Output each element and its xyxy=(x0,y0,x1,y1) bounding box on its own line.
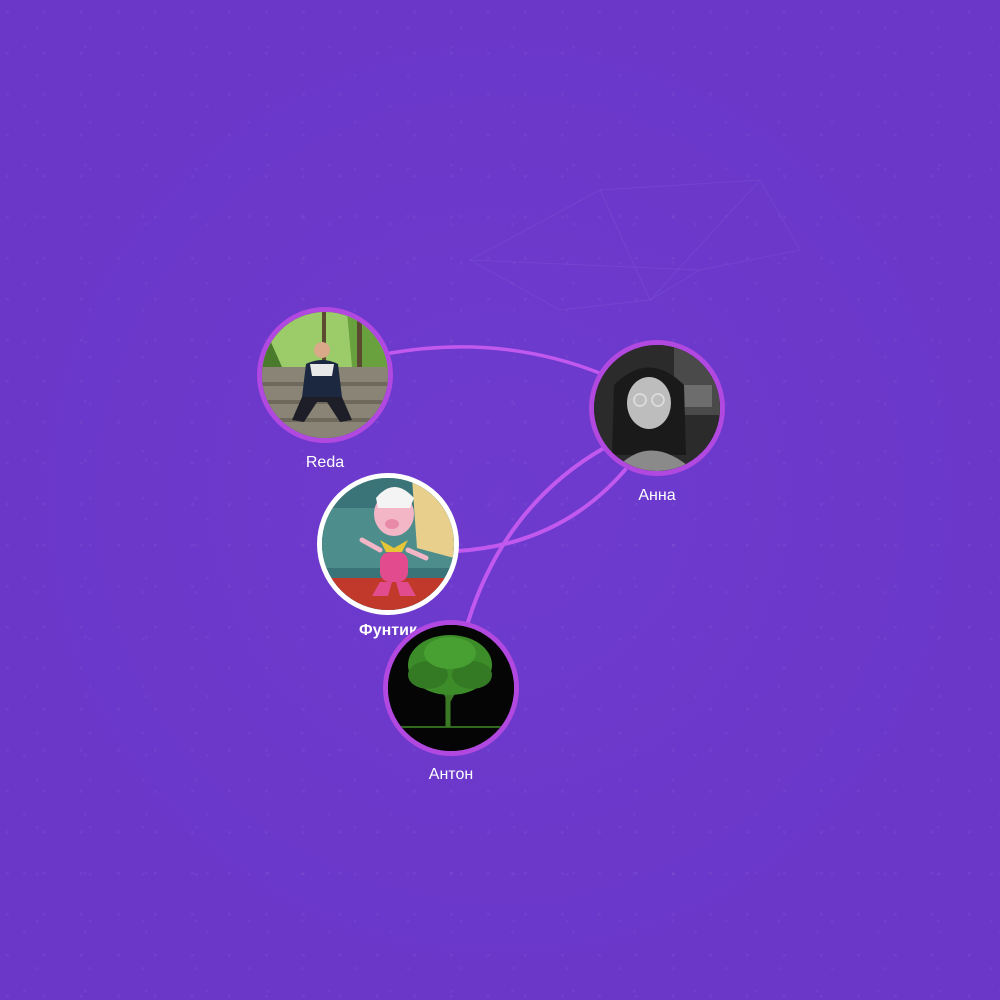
node-anton[interactable] xyxy=(383,620,519,756)
node-anna[interactable] xyxy=(589,340,725,476)
anton-avatar-tree xyxy=(388,625,514,751)
reda-avatar-photo xyxy=(262,312,388,438)
node-label-anna: Анна xyxy=(638,487,676,504)
node-funtik[interactable] xyxy=(317,473,459,615)
edge-anton-anna[interactable] xyxy=(466,446,606,624)
node-reda[interactable] xyxy=(257,307,393,443)
funtik-avatar-cartoon xyxy=(322,478,454,610)
node-label-funtik: Фунтик xyxy=(359,622,417,639)
node-label-reda: Reda xyxy=(305,454,345,471)
edge-funtik-anna[interactable] xyxy=(455,468,627,553)
edge-reda-anna[interactable] xyxy=(383,345,604,376)
background-network xyxy=(468,179,801,311)
anna-avatar-photo xyxy=(594,345,720,471)
node-label-anton: Антон xyxy=(428,766,474,783)
